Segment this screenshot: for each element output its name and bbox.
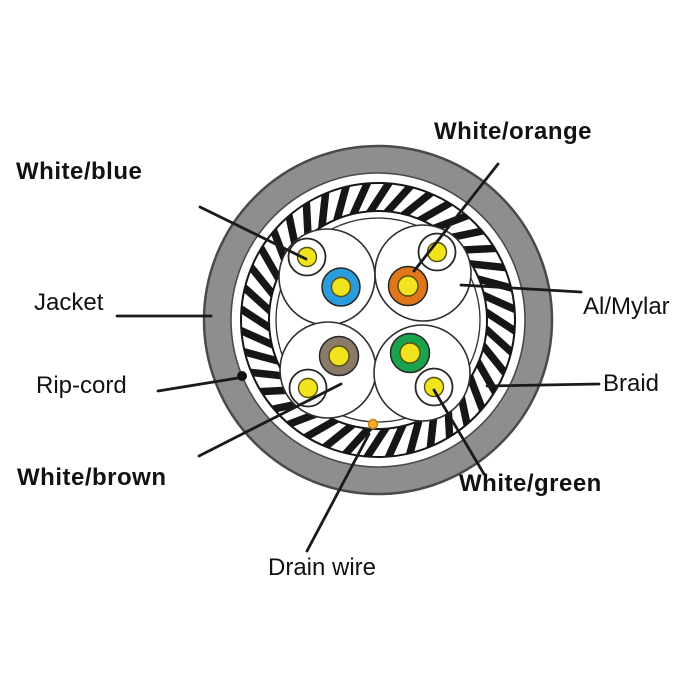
label-braid: Braid	[603, 370, 660, 397]
al-mylar-foil-circle	[275, 217, 481, 423]
braid-segment	[415, 198, 455, 225]
wire-core	[399, 342, 421, 364]
braid-segment	[362, 423, 391, 457]
label-white-green: White/green	[459, 470, 602, 497]
label-white-brown: White/brown	[17, 464, 167, 491]
wire-core	[397, 275, 419, 297]
label-drain-wire: Drain wire	[268, 554, 377, 581]
braid-segment	[241, 325, 277, 350]
braid-segment	[241, 304, 275, 333]
pointer-lines	[115, 162, 601, 553]
braid-segment	[465, 373, 487, 414]
braid-segment	[478, 341, 510, 378]
braid-segment	[332, 183, 351, 224]
wire-core	[328, 345, 350, 367]
wire-core	[296, 246, 318, 268]
braid-inner-edge	[268, 210, 488, 430]
drain-wire-dot	[367, 418, 379, 430]
braid-segment	[473, 357, 500, 397]
wire-core	[330, 276, 352, 298]
drain-wire-pointer-line	[305, 432, 371, 553]
braid-segment	[383, 421, 408, 457]
white-orange-pointer-line	[412, 162, 500, 273]
wire-core	[297, 377, 319, 399]
braid-segment	[481, 307, 515, 336]
label-white-blue: White/blue	[16, 158, 143, 185]
wire-core	[423, 376, 445, 398]
braid-segment	[317, 189, 330, 231]
al-mylar-pointer-line	[459, 283, 583, 294]
label-jacket: Jacket	[34, 289, 104, 316]
braid-segment	[348, 183, 373, 219]
white-blue-pointer-line	[198, 205, 308, 261]
braid-segment	[320, 420, 357, 452]
braid-segment	[399, 188, 436, 220]
label-al-mylar: Al/Mylar	[583, 293, 670, 320]
braid-segment	[481, 324, 515, 358]
label-white-orange: White/orange	[434, 118, 593, 145]
braid-outer-edge	[240, 182, 516, 458]
white-brown-pointer-line	[197, 382, 343, 458]
braid-segment	[241, 282, 275, 316]
label-rip-cord: Rip-cord	[36, 372, 127, 399]
white-green-pointer-line	[432, 388, 486, 476]
rip-cord-pointer-line	[156, 376, 240, 393]
braid-segment	[382, 183, 416, 217]
braid-segment	[246, 262, 278, 299]
braid-pointer-line	[485, 382, 601, 388]
braid-segment	[301, 415, 341, 442]
braid-segment	[479, 290, 515, 315]
braid-segment	[467, 259, 509, 272]
braid-segment	[365, 183, 394, 217]
braid-segment	[256, 243, 283, 283]
rip-cord-dot	[237, 371, 247, 381]
braid-segment	[405, 416, 424, 457]
braid-segment	[340, 423, 374, 457]
braid-segment	[241, 347, 282, 366]
